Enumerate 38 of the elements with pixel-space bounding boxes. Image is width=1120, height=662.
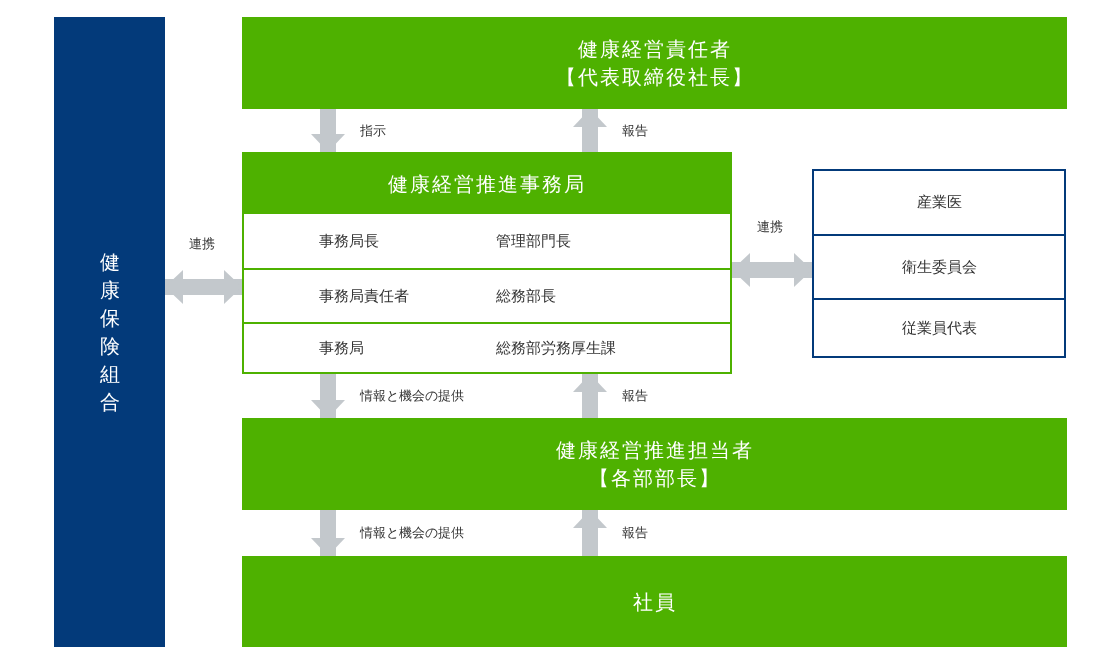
edge-label: 情報と機会の提供 (358, 387, 466, 405)
row-label: 産業医 (916, 193, 962, 212)
edge-label: 指示 (358, 121, 388, 140)
table-cell-text: 管理部門長 (496, 231, 571, 251)
vertical-label: 健康保険組合 (99, 249, 120, 416)
organization-band (54, 17, 165, 647)
table-cell-text: 総務部労務厚生課 (496, 338, 616, 358)
block-arrow (732, 253, 812, 287)
edge-label: 情報と機会の提供 (358, 524, 466, 542)
role-box (242, 418, 1067, 510)
edge-label: 連携 (755, 218, 785, 236)
table-cell-text: 事務局長 (319, 231, 379, 251)
role-box (242, 556, 1067, 647)
block-arrow (165, 270, 242, 304)
block-arrow (573, 109, 607, 152)
table-cell-text: 総務部長 (496, 286, 556, 306)
row-label: 従業員代表 (901, 318, 977, 338)
table-cell-text: 事務局責任者 (319, 286, 409, 306)
block-arrow (573, 510, 607, 556)
block-arrow (573, 374, 607, 418)
role-title: 【代表取締役社長】 (555, 64, 754, 91)
edge-label: 報告 (620, 524, 650, 542)
role-title: 社員 (632, 588, 677, 616)
office-panel (242, 152, 732, 374)
edge-label: 連携 (186, 235, 217, 253)
edge-label: 報告 (620, 121, 650, 140)
role-title: 【各部部長】 (588, 465, 721, 492)
block-arrow (311, 109, 345, 152)
role-box (242, 17, 1067, 109)
row-label: 衛生委員会 (901, 257, 977, 277)
block-arrow (311, 374, 345, 418)
edge-label: 報告 (620, 387, 650, 405)
committee-box (812, 169, 1066, 358)
role-title: 健康経営推進担当者 (555, 437, 754, 464)
role-title: 健康経営責任者 (577, 36, 732, 63)
table-cell-text: 事務局 (319, 338, 364, 358)
block-arrow (311, 510, 345, 556)
panel-header: 健康経営推進事務局 (244, 154, 730, 214)
